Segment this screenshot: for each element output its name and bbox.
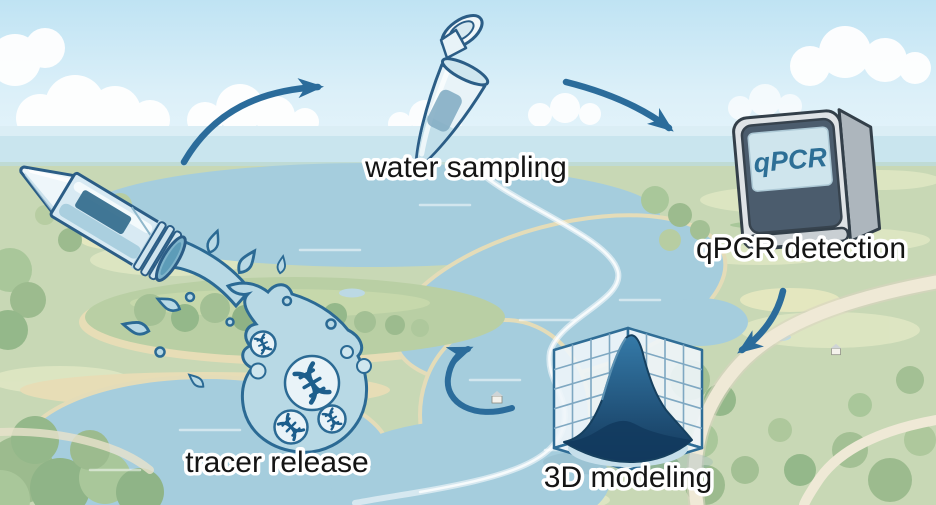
flow-arrows — [180, 78, 787, 415]
arrow-modeling-return — [444, 346, 515, 415]
arrow-qpcr-to-modeling — [737, 287, 787, 354]
machine-screen — [747, 126, 833, 192]
tube-label-patch — [427, 89, 462, 132]
water-current — [88, 159, 662, 505]
surface-plot-cube-icon — [543, 326, 713, 476]
dna-splash-blob — [120, 228, 372, 454]
tube-label-patch — [75, 190, 132, 235]
qpcr-detection-label: qPCR detection — [696, 232, 906, 265]
hut — [830, 343, 842, 356]
modeling-3d-label: 3D modeling — [544, 461, 712, 494]
arrow-sampling-to-qpcr — [562, 78, 674, 132]
sample-tube-icon — [414, 14, 490, 172]
roads — [0, 273, 936, 505]
arrow-tracer-to-sampling — [180, 78, 324, 166]
qpcr-machine-icon: qPCR — [732, 108, 882, 251]
tracer-tube-icon — [19, 165, 187, 282]
hut — [491, 391, 503, 404]
tracer-release-label: tracer release — [185, 446, 368, 479]
qpcr-screen-text: qPCR — [752, 142, 828, 178]
dna-capsules — [249, 330, 347, 445]
splash-droplets — [120, 228, 337, 391]
machine-base — [746, 226, 850, 250]
cap-hinge — [439, 28, 468, 60]
water-sampling-label: water sampling — [364, 151, 567, 184]
